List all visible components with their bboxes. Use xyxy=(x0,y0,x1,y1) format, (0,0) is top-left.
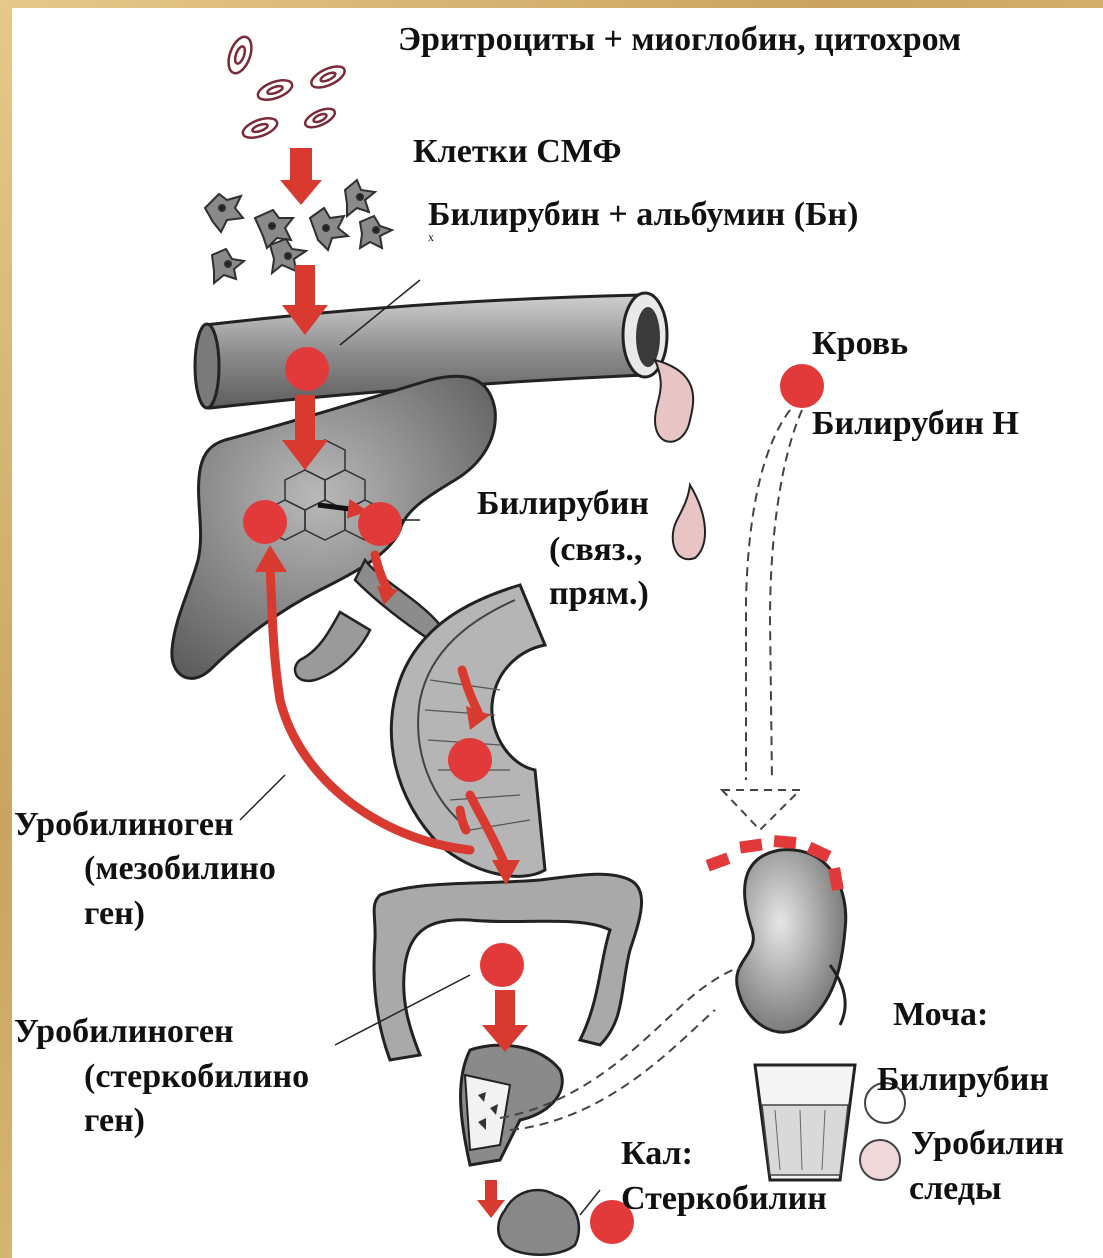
label-urine-urobilin: Уробилин xyxy=(911,1122,1064,1166)
marker-liver-left xyxy=(243,500,287,544)
label-urobilinogen1-3: ген) xyxy=(84,892,145,936)
blood-drop-2 xyxy=(673,485,705,559)
label-rhs-cells: Клетки СМФ xyxy=(413,130,622,174)
blood-drop-1 xyxy=(655,360,693,442)
marker-colon xyxy=(480,943,524,987)
label-bilirubin-conj-1: Билирубин xyxy=(477,482,649,526)
label-urobilinogen1-2: (мезобилино xyxy=(84,847,276,891)
label-bilirubin-albumin: Билирубин + альбумин (Бн) xyxy=(428,193,858,237)
label-stercobilin: Стеркобилин xyxy=(621,1177,827,1221)
urine-glass xyxy=(755,1065,855,1180)
urine-urobilin-indicator xyxy=(860,1140,900,1180)
label-urine-traces: следы xyxy=(909,1167,1002,1211)
label-urine: Моча: xyxy=(893,993,988,1037)
erythrocyte-icons xyxy=(224,34,348,142)
marker-liver-right xyxy=(358,502,402,546)
feces-icon xyxy=(498,1190,579,1255)
label-urine-bilirubin: Билирубин xyxy=(877,1058,1049,1102)
label-bilirubin-conj-3: прям.) xyxy=(549,572,649,616)
label-bilirubin-conj-2: (связ., xyxy=(549,528,642,572)
kidney xyxy=(706,835,846,1032)
marker-vessel xyxy=(285,347,329,391)
label-urobilinogen2-1: Уробилиноген xyxy=(14,1010,234,1054)
label-erythrocytes: Эритроциты + миоглобин, цитохром xyxy=(398,18,961,62)
label-urobilinogen2-2: (стеркобилино xyxy=(84,1055,309,1099)
label-blood: Кровь xyxy=(812,322,908,366)
label-bilirubin-n: Билирубин Н xyxy=(812,402,1019,446)
label-urobilinogen1-1: Уробилиноген xyxy=(14,803,234,847)
label-urobilinogen2-3: ген) xyxy=(84,1099,145,1143)
label-feces: Кал: xyxy=(621,1132,693,1176)
marker-duodenum xyxy=(448,738,492,782)
label-tiny-mark: x xyxy=(428,230,434,244)
